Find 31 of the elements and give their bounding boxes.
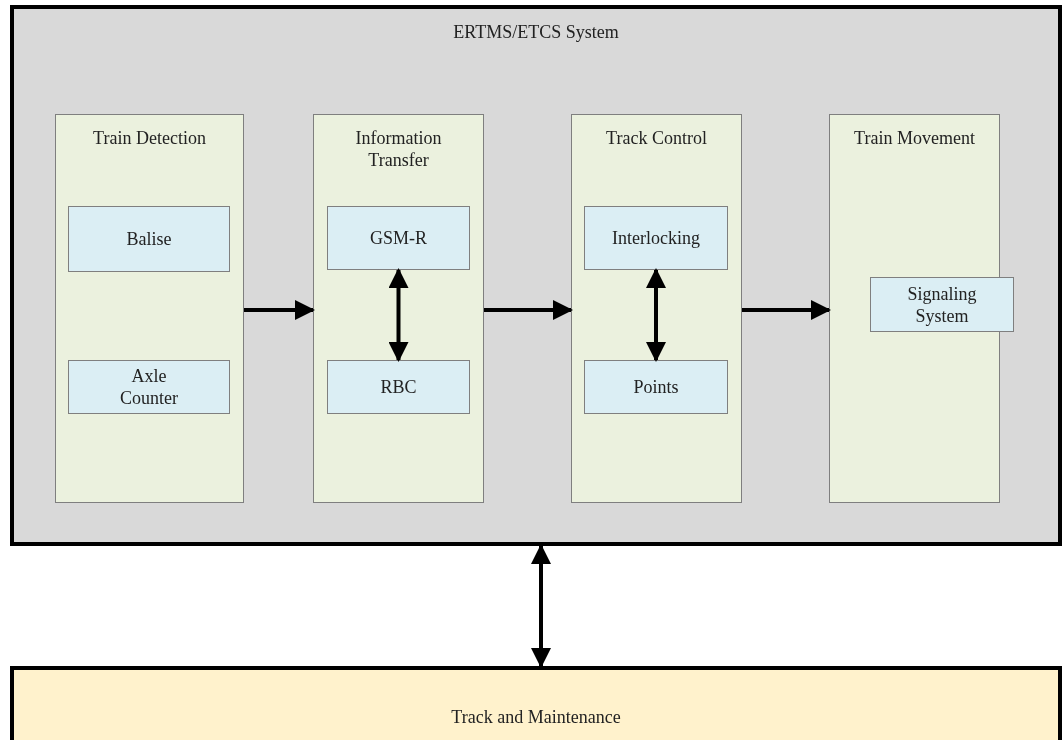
function-column xyxy=(55,114,244,503)
box-label: Track and Maintenance xyxy=(450,706,622,728)
box-label: Points xyxy=(632,376,680,398)
box-label: Signaling System xyxy=(906,282,978,327)
arrow xyxy=(484,300,573,320)
arrow xyxy=(244,300,315,320)
system-panel xyxy=(10,5,1062,546)
component-box xyxy=(584,360,728,414)
box-label: ERTMS/ETCS System xyxy=(452,21,620,43)
component-box xyxy=(68,360,230,414)
component-box xyxy=(327,360,470,414)
component-box xyxy=(327,206,470,270)
box-label: Axle Counter xyxy=(119,365,179,409)
box-label: RBC xyxy=(379,376,418,398)
box-label: Balise xyxy=(125,228,173,250)
component-box xyxy=(68,206,230,272)
box-label: Train Detection xyxy=(92,127,207,149)
box-label: Track Control xyxy=(605,127,708,149)
function-column xyxy=(313,114,484,503)
component-box xyxy=(870,277,1014,332)
box-label: Train Movement xyxy=(854,127,975,149)
arrow xyxy=(646,268,666,362)
arrow xyxy=(531,544,551,668)
box-label: GSM-R xyxy=(369,227,428,249)
arrow xyxy=(742,300,831,320)
box-label: Interlocking xyxy=(611,227,701,249)
component-box xyxy=(584,206,728,270)
arrow xyxy=(388,268,409,362)
box-label: Information Transfer xyxy=(354,127,443,171)
infrastructure-bar xyxy=(10,666,1062,740)
function-column xyxy=(571,114,742,503)
